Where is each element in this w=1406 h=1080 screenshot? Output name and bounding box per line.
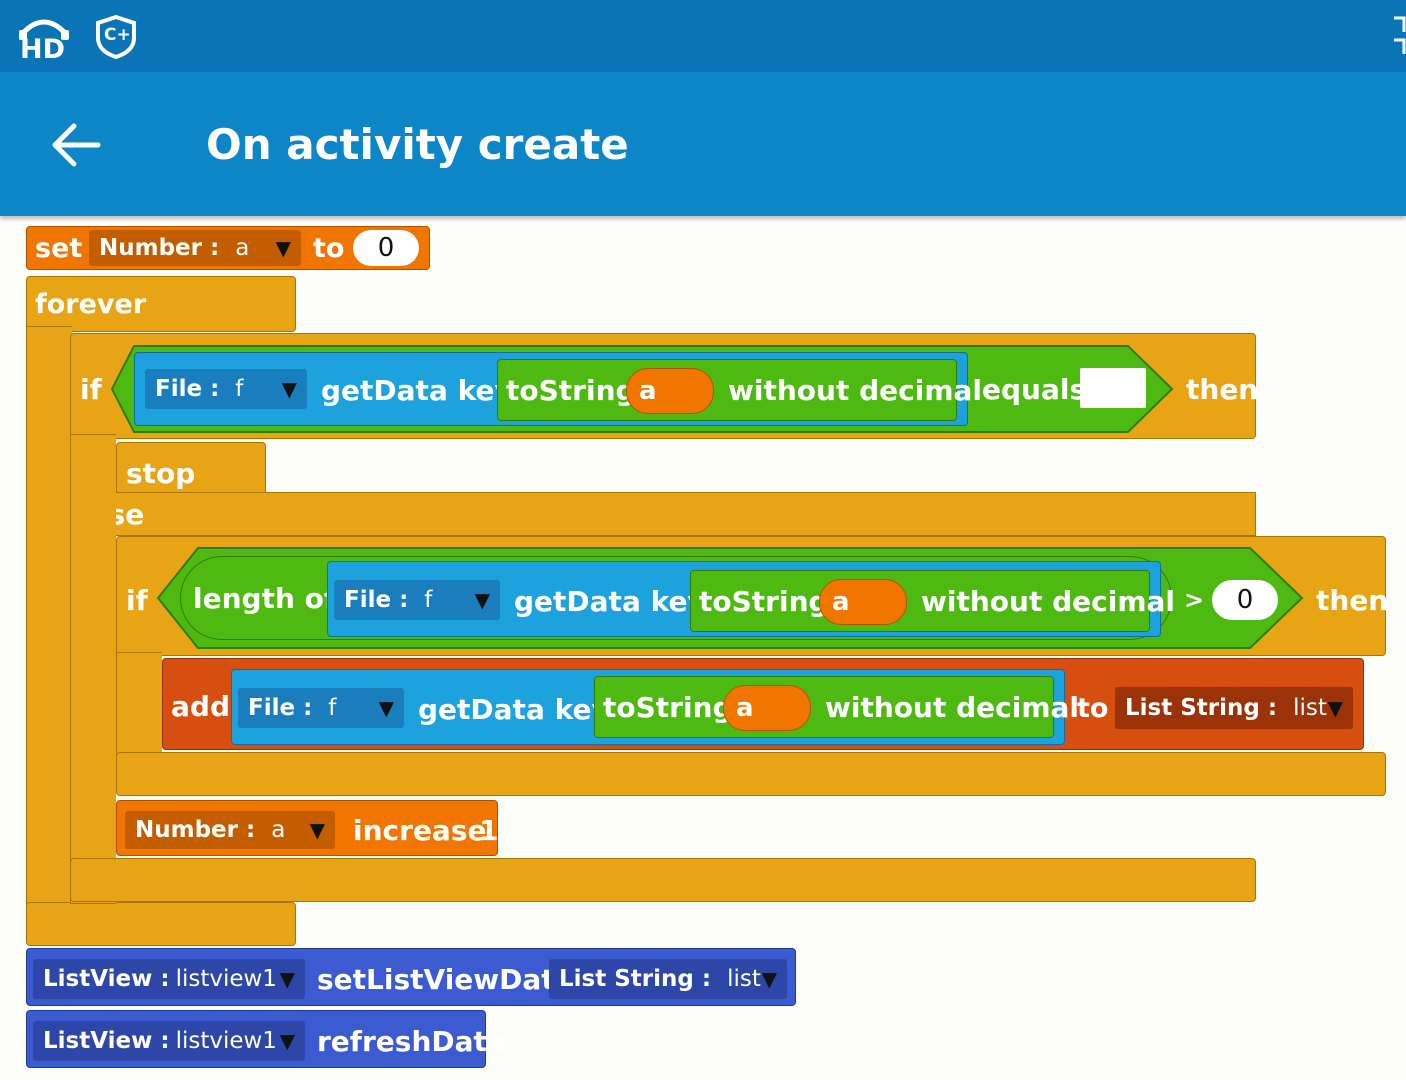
then-keyword: then <box>1186 373 1259 406</box>
if-keyword-inner: if <box>126 584 148 617</box>
forever-keyword: forever <box>35 289 147 320</box>
dropdown-arrow-icon: ▼ <box>309 818 325 842</box>
file-getdata-block-1[interactable]: File : f ▼ getData key toString a withou… <box>134 352 982 426</box>
variable-a-reporter[interactable]: a <box>626 368 714 414</box>
listview-var-name: listview1 <box>175 966 277 992</box>
number-variable-dropdown[interactable]: Number : a ▼ <box>89 230 301 266</box>
without-decimal-label: without decimal <box>728 374 982 407</box>
hd-text: HD <box>20 34 66 65</box>
list-var-name: list <box>727 966 761 992</box>
back-button[interactable] <box>44 114 106 176</box>
to-keyword: to <box>1077 693 1109 724</box>
equals-label: equals <box>982 373 1087 406</box>
setlistviewdata-label: setListViewData <box>317 963 574 996</box>
length-of-label: length of <box>193 582 337 615</box>
tostring-label: toString <box>699 585 829 618</box>
tostring-block-3[interactable]: toString a without decimal <box>594 676 1079 738</box>
dropdown-arrow-icon: ▼ <box>281 377 297 401</box>
arrow-left-icon <box>52 123 101 167</box>
shield-text: C+ <box>104 25 131 45</box>
tostring-block-2[interactable]: toString a without decimal <box>690 570 1175 632</box>
file-type-label: File : <box>248 695 313 721</box>
set-number-block[interactable]: set Number : a ▼ to 0 <box>26 226 430 270</box>
forever-block[interactable]: forever <box>26 276 296 332</box>
list-type-label: List String : <box>559 966 712 992</box>
tostring-label: toString <box>506 374 636 407</box>
number-type-label: Number : <box>99 235 220 261</box>
if-inner-bottom <box>116 752 1386 796</box>
app-bar <box>0 72 1406 216</box>
to-keyword: to <box>313 233 345 264</box>
getdata-key-label: getData key <box>321 374 513 407</box>
variable-a-reporter[interactable]: a <box>819 579 907 625</box>
increase-number-block[interactable]: Number : a ▼ increase 1 <box>116 800 498 856</box>
add-to-list-block[interactable]: add File : f ▼ getData key toString a wi… <box>162 658 1364 750</box>
cplus-shield-icon: C+ <box>94 14 138 60</box>
length-of-block[interactable]: length of File : f ▼ getData key toStrin… <box>180 556 1175 640</box>
listview-type-label: ListView : <box>43 966 170 992</box>
if-keyword: if <box>80 373 102 406</box>
file-type-label: File : <box>155 376 220 402</box>
set-value-field[interactable]: 0 <box>353 230 419 266</box>
file-variable-dropdown-3[interactable]: File : f ▼ <box>238 688 404 728</box>
dropdown-arrow-icon: ▼ <box>1327 696 1343 720</box>
status-bar: HD C+ <box>0 0 1406 72</box>
number-var-name: a <box>271 817 286 843</box>
getdata-key-label: getData key <box>514 585 706 618</box>
stop-keyword: stop <box>126 457 196 490</box>
file-variable-dropdown-1[interactable]: File : f ▼ <box>145 369 307 409</box>
list-variable-dropdown[interactable]: List String : list ▼ <box>1115 687 1353 729</box>
if-else-arm <box>70 434 116 904</box>
forever-arm <box>26 326 72 916</box>
else-bar: else <box>70 492 1256 536</box>
dropdown-arrow-icon: ▼ <box>378 696 394 720</box>
file-variable-dropdown-2[interactable]: File : f ▼ <box>334 580 500 620</box>
refreshdata-label: refreshData <box>317 1025 506 1058</box>
then-keyword-inner: then <box>1316 584 1389 617</box>
without-decimal-label: without decimal <box>921 585 1175 618</box>
variable-a-reporter[interactable]: a <box>723 685 811 731</box>
file-var-name: f <box>328 695 337 721</box>
dropdown-arrow-icon: ▼ <box>275 236 291 260</box>
increase-label: increase <box>353 814 487 847</box>
dropdown-arrow-icon: ▼ <box>474 588 490 612</box>
add-keyword: add <box>171 690 230 723</box>
forever-bottom <box>26 902 296 946</box>
file-var-name: f <box>235 376 244 402</box>
file-var-name: f <box>424 587 433 613</box>
greater-than-operator: > <box>1184 586 1205 614</box>
number-variable-dropdown[interactable]: Number : a ▼ <box>125 811 335 849</box>
file-getdata-block-2[interactable]: File : f ▼ getData key toString a withou… <box>327 561 1175 637</box>
listview-type-label: ListView : <box>43 1028 170 1054</box>
listview-component-dropdown[interactable]: ListView : listview1 ▼ <box>33 959 305 999</box>
dropdown-arrow-icon: ▼ <box>279 967 295 991</box>
set-listview-data-block[interactable]: ListView : listview1 ▼ setListViewData L… <box>26 948 796 1006</box>
list-variable-dropdown[interactable]: List String : list ▼ <box>549 959 787 999</box>
if-else-bottom <box>70 858 1256 902</box>
increase-amount: 1 <box>479 814 499 847</box>
number-type-label: Number : <box>135 817 256 843</box>
getdata-key-label: getData key <box>418 693 610 726</box>
list-var-name: list <box>1293 695 1327 721</box>
if-inner-arm <box>116 652 162 756</box>
file-type-label: File : <box>344 587 409 613</box>
number-var-name: a <box>235 235 250 261</box>
without-decimal-label: without decimal <box>825 691 1079 724</box>
tostring-block-1[interactable]: toString a without decimal <box>497 359 982 421</box>
hd-voice-icon: HD <box>16 12 72 65</box>
page-title: On activity create <box>206 120 629 169</box>
file-getdata-block-3[interactable]: File : f ▼ getData key toString a withou… <box>231 669 1079 745</box>
list-type-label: List String : <box>1125 695 1278 721</box>
compare-value-field[interactable]: 0 <box>1212 580 1278 620</box>
refresh-data-block[interactable]: ListView : listview1 ▼ refreshData <box>26 1010 506 1068</box>
signal-icon <box>1390 14 1406 58</box>
dropdown-arrow-icon: ▼ <box>761 967 777 991</box>
listview-component-dropdown[interactable]: ListView : listview1 ▼ <box>33 1021 305 1061</box>
stop-block[interactable]: stop <box>116 442 266 498</box>
listview-var-name: listview1 <box>175 1028 277 1054</box>
dropdown-arrow-icon: ▼ <box>279 1029 295 1053</box>
set-keyword: set <box>35 233 83 264</box>
equals-value-field[interactable] <box>1080 368 1146 408</box>
tostring-label: toString <box>603 691 733 724</box>
